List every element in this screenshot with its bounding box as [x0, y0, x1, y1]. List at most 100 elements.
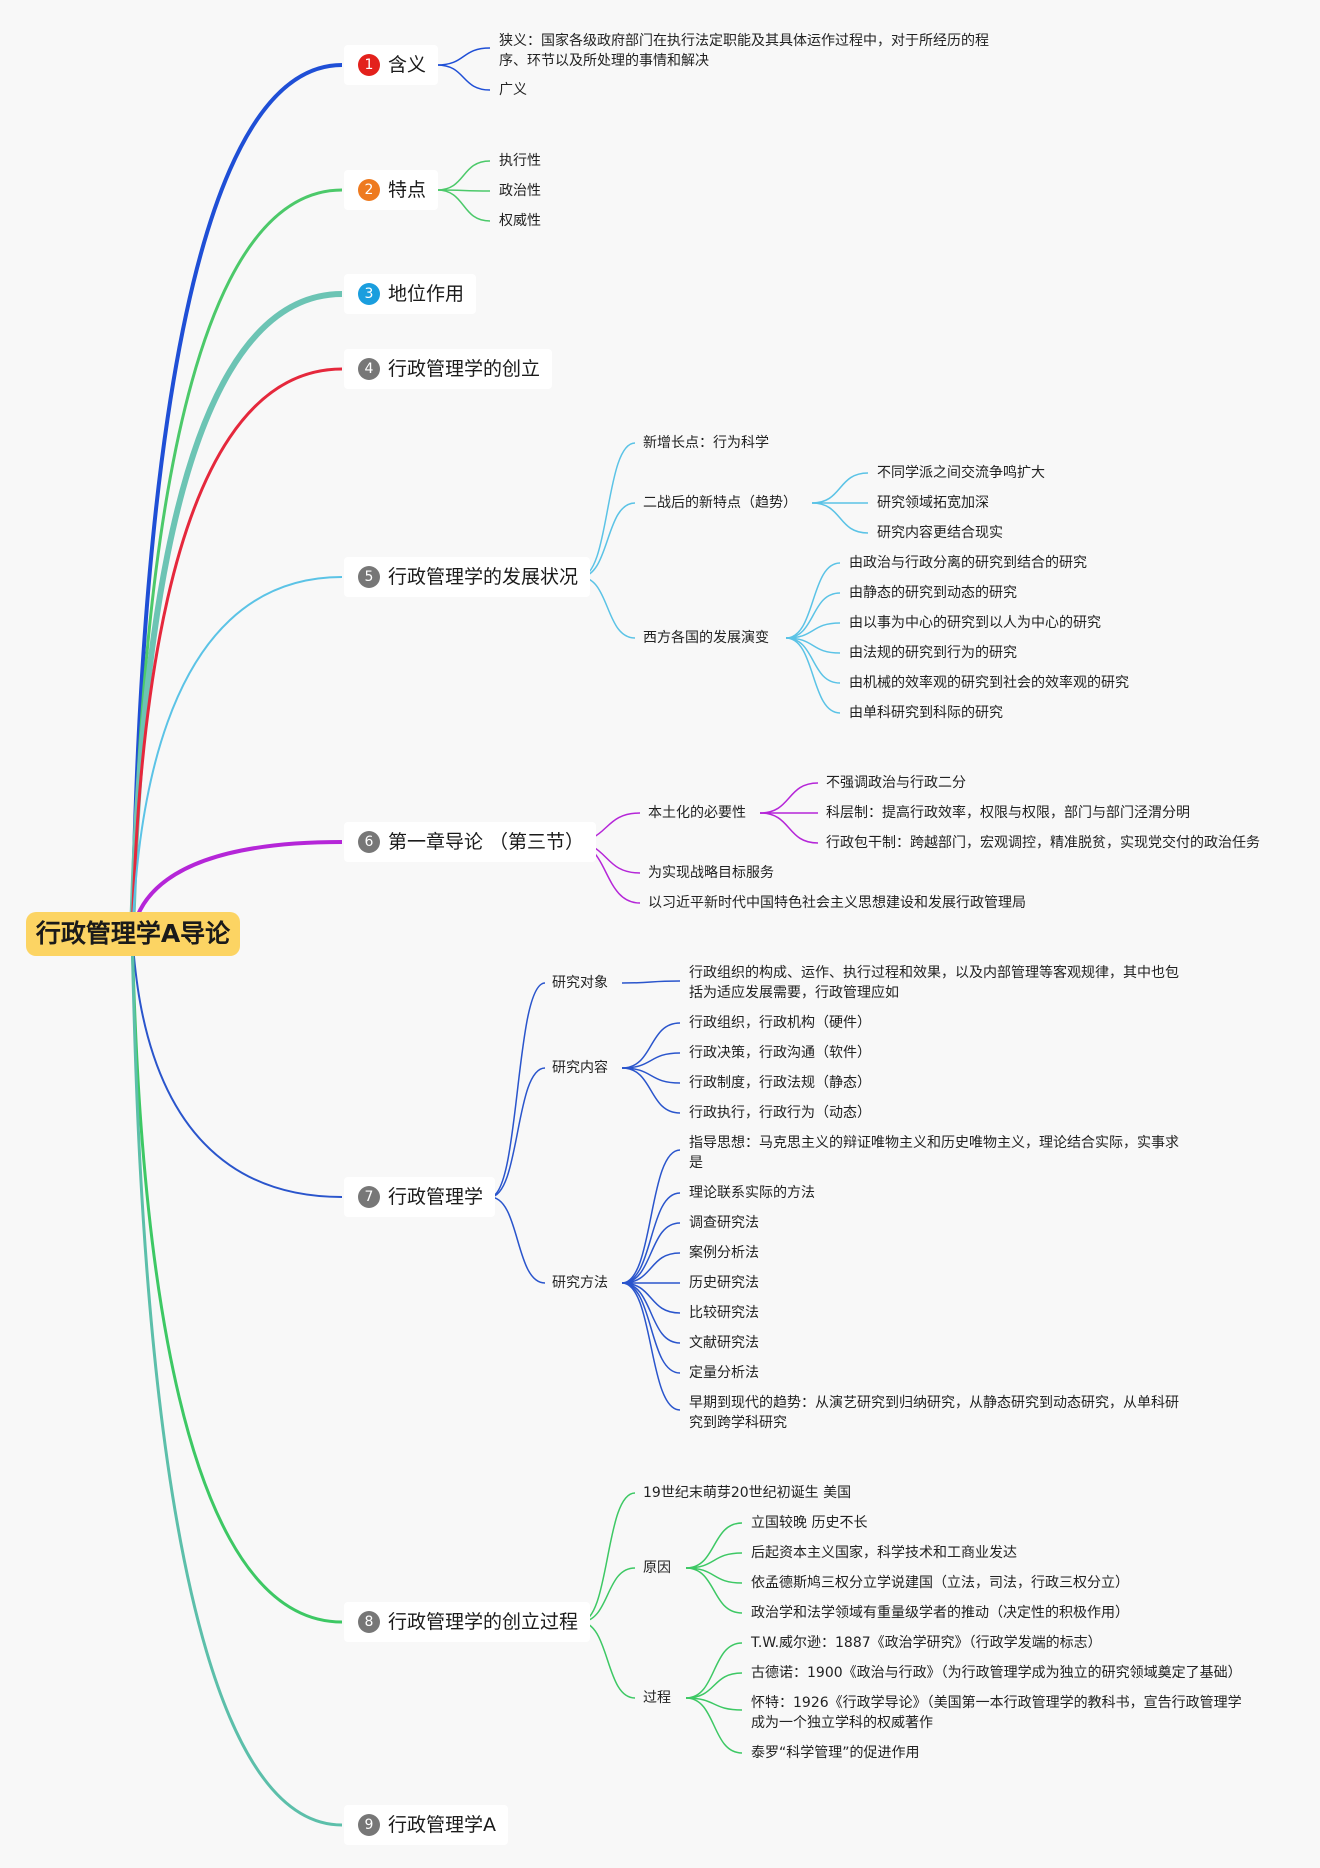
branch-1-topic[interactable]: 1 含义 [344, 45, 439, 85]
b6-sub-1-leaf-1-line [759, 782, 819, 814]
branch-7-label: 行政管理学 [388, 1186, 484, 1208]
b7-sub-3-leaf-7-line [621, 1282, 681, 1344]
branch-5-sub-2-leaf-2[interactable]: 研究领域拓宽加深 [877, 495, 989, 511]
branch-3-label: 地位作用 [388, 283, 465, 305]
branch-1-label: 含义 [388, 54, 427, 76]
badge-4: 4 [358, 358, 380, 380]
branch-5-sub-1[interactable]: 新增长点：行为科学 [643, 435, 769, 451]
branch-8-sub-3-leaf-2[interactable]: 古德诺：1900《政治与行政》（为行政管理学成为独立的研究领域奠定了基础） [751, 1665, 1242, 1681]
b7-sub-2-leaf-4-line [621, 1067, 681, 1114]
branch-2-leaf-3[interactable]: 权威性 [499, 213, 541, 229]
branch-8-sub-1[interactable]: 19世纪末萌芽20世纪初诞生 美国 [643, 1485, 852, 1501]
b7-sub-3-leaf-8-line [621, 1282, 681, 1374]
branch-9-label: 行政管理学A [388, 1814, 496, 1836]
branch-7-sub-2-leaf-3[interactable]: 行政制度，行政法规（静态） [689, 1075, 871, 1091]
b7-sub-2-leaf-1-line [621, 1022, 681, 1069]
branch-5-sub-3-leaf-2[interactable]: 由静态的研究到动态的研究 [849, 585, 1017, 601]
branch-7-sub-3-leaf-7[interactable]: 文献研究法 [689, 1335, 759, 1351]
branch-8-topic[interactable]: 8 行政管理学的创立过程 [344, 1602, 591, 1642]
branch-5-sub-3-leaf-1[interactable]: 由政治与行政分离的研究到结合的研究 [849, 555, 1087, 571]
branch-5-topic[interactable]: 5 行政管理学的发展状况 [344, 557, 591, 597]
branch-4-label: 行政管理学的创立 [388, 358, 541, 380]
branch-7-sub-3-leaf-5[interactable]: 历史研究法 [689, 1275, 759, 1291]
b7-sub-3-leaf-4-line [621, 1252, 681, 1284]
branch-8-sub-3-leaf-3[interactable]: 怀特：1926《行政学导论》（美国第一本行政管理学的教科书，宣告行政管理学成为一… [751, 1695, 1242, 1731]
branch-8-sub-2-leaf-3[interactable]: 依孟德斯鸠三权分立学说建国（立法，司法，行政三权分立） [751, 1575, 1129, 1591]
branch-5-sub-3-leaf-4[interactable]: 由法规的研究到行为的研究 [849, 645, 1017, 661]
branch-7-topic[interactable]: 7 行政管理学 [344, 1177, 496, 1217]
branch-7-sub-3-leaf-1[interactable]: 指导思想：马克思主义的辩证唯物主义和历史唯物主义，理论结合实际，实事求是 [689, 1135, 1179, 1171]
b8-sub-2-leaf-2-line [685, 1552, 743, 1569]
b6-sub-1-leaf-3-line [759, 812, 819, 844]
branch-8-label: 行政管理学的创立过程 [388, 1611, 579, 1633]
root-topic[interactable]: 行政管理学A导论 [26, 912, 240, 956]
branch-7-sub-2-leaf-2[interactable]: 行政决策，行政沟通（软件） [689, 1045, 871, 1061]
b7-sub-3-leaf-2-line [621, 1192, 681, 1284]
branch-8-sub-2-leaf-2[interactable]: 后起资本主义国家，科学技术和工商业发达 [751, 1545, 1017, 1561]
b5-sub-2-leaf-1-line [811, 472, 869, 504]
branch-6-sub-3[interactable]: 以习近平新时代中国特色社会主义思想建设和发展行政管理局 [648, 895, 1026, 911]
branch-8-sub-3[interactable]: 过程 [643, 1690, 671, 1706]
badge-7: 7 [358, 1186, 380, 1208]
branch-8-sub-2-leaf-4[interactable]: 政治学和法学领域有重量级学者的推动（决定性的积极作用） [751, 1605, 1129, 1621]
branch-7-sub-3-leaf-4[interactable]: 案例分析法 [689, 1245, 759, 1261]
b5-sub-3-leaf-2-line [785, 592, 841, 639]
b7-sub-2-leaf-2-line [621, 1052, 681, 1069]
b5-sub-3-leaf-6-line [785, 637, 841, 714]
branch-3-topic[interactable]: 3 地位作用 [344, 274, 477, 314]
branch-1-leaf-1[interactable]: 狭义：国家各级政府部门在执行法定职能及其具体运作过程中，对于所经历的程序、环节以… [499, 33, 989, 69]
branch-6-sub-2[interactable]: 为实现战略目标服务 [648, 865, 774, 881]
badge-2: 2 [358, 179, 380, 201]
b8-sub-2-leaf-1-line [685, 1522, 743, 1569]
branch-5-sub-3-leaf-6[interactable]: 由单科研究到科际的研究 [849, 705, 1003, 721]
branch-7-sub-2-leaf-1[interactable]: 行政组织，行政机构（硬件） [689, 1015, 871, 1031]
badge-9: 9 [358, 1814, 380, 1836]
branch-5-sub-3-leaf-3[interactable]: 由以事为中心的研究到以人为中心的研究 [849, 615, 1101, 631]
branch-7-sub-3-leaf-9[interactable]: 早期到现代的趋势：从演艺研究到归纳研究，从静态研究到动态研究，从单科研究到跨学科… [689, 1395, 1179, 1431]
branch-7-sub-1-leaf-1[interactable]: 行政组织的构成、运作、执行过程和效果，以及内部管理等客观规律，其中也包括为适应发… [689, 965, 1179, 1001]
b7-sub-3-leaf-9-line [621, 1282, 681, 1411]
branch-7-sub-1[interactable]: 研究对象 [552, 975, 608, 991]
branch-6-sub-1-leaf-2[interactable]: 科层制：提高行政效率，权限与权限，部门与部门泾渭分明 [826, 805, 1190, 821]
branch-8-sub-2[interactable]: 原因 [643, 1560, 671, 1576]
branch-7-sub-3-leaf-6[interactable]: 比较研究法 [689, 1305, 759, 1321]
branch-4-topic[interactable]: 4 行政管理学的创立 [344, 349, 553, 389]
root-to-branch-5-line [131, 576, 343, 935]
b8-sub-3-leaf-3-line [685, 1697, 743, 1711]
branch-6-sub-1[interactable]: 本土化的必要性 [648, 805, 746, 821]
b7-sub-2-leaf-3-line [621, 1067, 681, 1084]
branch-1-leaf-2[interactable]: 广义 [499, 82, 527, 98]
b8-sub-3-leaf-2-line [685, 1672, 743, 1699]
branch-7-sub-2-leaf-4[interactable]: 行政执行，行政行为（动态） [689, 1105, 871, 1121]
branch-5-sub-3-leaf-5[interactable]: 由机械的效率观的研究到社会的效率观的研究 [849, 675, 1129, 691]
b5-sub-3-leaf-3-line [785, 622, 841, 639]
b5-sub-2-leaf-3-line [811, 502, 869, 534]
b7-sub-3-line [489, 1196, 546, 1284]
branch-6-sub-1-leaf-1[interactable]: 不强调政治与行政二分 [826, 775, 966, 791]
branch-5-sub-2[interactable]: 二战后的新特点（趋势） [643, 495, 797, 511]
branch-6-label: 第一章导论 （第三节） [388, 831, 585, 853]
branch-6-topic[interactable]: 6 第一章导论 （第三节） [344, 822, 597, 862]
branch-5-sub-2-leaf-1[interactable]: 不同学派之间交流争鸣扩大 [877, 465, 1045, 481]
branch-8-sub-3-leaf-4[interactable]: 泰罗“科学管理”的促进作用 [751, 1745, 920, 1761]
branch-7-sub-2[interactable]: 研究内容 [552, 1060, 608, 1076]
branch-5-sub-3[interactable]: 西方各国的发展演变 [643, 630, 769, 646]
branch-7-sub-3-leaf-3[interactable]: 调查研究法 [689, 1215, 759, 1231]
root-to-branch-7-line [131, 933, 343, 1198]
branch-2-topic[interactable]: 2 特点 [344, 170, 439, 210]
branch-9-topic[interactable]: 9 行政管理学A [344, 1805, 508, 1845]
branch-7-sub-3[interactable]: 研究方法 [552, 1275, 608, 1291]
badge-6: 6 [358, 831, 380, 853]
b2-leaf-3-line [436, 189, 491, 222]
b5-sub-3-leaf-1-line [785, 562, 841, 639]
branch-6-sub-1-leaf-3[interactable]: 行政包干制：跨越部门，宏观调控，精准脱贫，实现党交付的政治任务 [826, 835, 1260, 851]
b7-sub-1-leaf-1-line [621, 980, 681, 984]
branch-2-leaf-2[interactable]: 政治性 [499, 183, 541, 199]
branch-8-sub-2-leaf-1[interactable]: 立国较晚 历史不长 [751, 1515, 868, 1531]
branch-2-leaf-1[interactable]: 执行性 [499, 153, 541, 169]
branch-5-label: 行政管理学的发展状况 [388, 566, 579, 588]
branch-5-sub-2-leaf-3[interactable]: 研究内容更结合现实 [877, 525, 1003, 541]
branch-8-sub-3-leaf-1[interactable]: T.W.威尔逊：1887《政治学研究》（行政学发端的标志） [751, 1635, 1102, 1651]
branch-7-sub-3-leaf-8[interactable]: 定量分析法 [689, 1365, 759, 1381]
branch-7-sub-3-leaf-2[interactable]: 理论联系实际的方法 [689, 1185, 815, 1201]
